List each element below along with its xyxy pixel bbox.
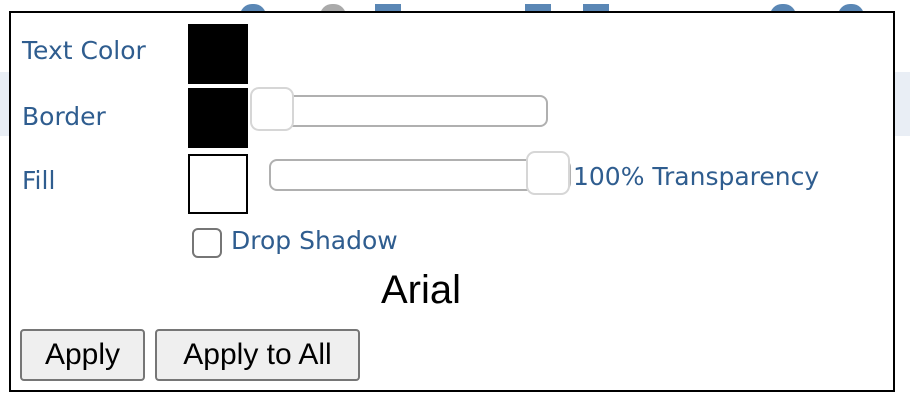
font-name[interactable]: Arial bbox=[380, 268, 462, 312]
format-dialog: Text Color Border Fill 100% Transparency… bbox=[9, 11, 895, 392]
apply-button[interactable]: Apply bbox=[20, 329, 145, 381]
text-color-label: Text Color bbox=[22, 36, 146, 65]
border-width-slider-thumb[interactable] bbox=[250, 87, 294, 131]
border-width-slider[interactable] bbox=[250, 95, 548, 127]
text-color-swatch[interactable] bbox=[188, 24, 248, 84]
transparency-label: 100% Transparency bbox=[573, 162, 820, 191]
drop-shadow-checkbox[interactable] bbox=[192, 228, 222, 258]
transparency-slider-thumb[interactable] bbox=[526, 151, 570, 195]
drop-shadow-label[interactable]: Drop Shadow bbox=[231, 226, 398, 255]
border-color-swatch[interactable] bbox=[188, 88, 248, 148]
transparency-slider[interactable] bbox=[269, 159, 571, 191]
border-label: Border bbox=[22, 102, 106, 131]
apply-to-all-button[interactable]: Apply to All bbox=[155, 329, 360, 381]
fill-color-swatch[interactable] bbox=[188, 154, 248, 214]
fill-label: Fill bbox=[22, 166, 56, 195]
